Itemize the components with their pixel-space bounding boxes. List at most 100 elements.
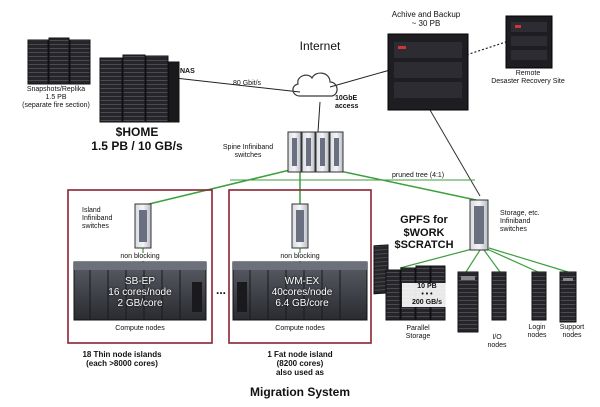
- snapshots-line1: Snapshots/Replika: [26, 86, 86, 93]
- parallel-storage-label2: Storage: [405, 333, 431, 341]
- archive-unit: [387, 33, 469, 111]
- archive-line1: Achive and Backup: [391, 10, 461, 19]
- wmex-island-switch: [291, 203, 309, 249]
- nas-link: [174, 77, 301, 93]
- fan-io-nodes: [465, 249, 481, 273]
- remote-link: [462, 39, 513, 57]
- support-nodes-rack: [559, 271, 577, 323]
- gpfs-caption: GPFS for $WORK $SCRATCH: [388, 214, 460, 252]
- sbep-cluster: [73, 261, 207, 321]
- pruned-label: pruned tree (4:1): [392, 172, 445, 179]
- island-ellipsis: ...: [215, 283, 226, 297]
- snapshots-line2: 1.5 PB: [45, 94, 67, 102]
- parallel-storage-label1: Parallel: [406, 325, 430, 332]
- spine-switches: [287, 131, 344, 173]
- fan-support-nodes: [488, 247, 569, 273]
- gpfs-line3: $SCRATCH: [394, 239, 454, 252]
- internet-cloud-icon: [292, 72, 338, 97]
- island-switch-line1: Island: [82, 207, 101, 214]
- remote-line2: Desaster Recovery Site: [491, 78, 565, 86]
- support-nodes-line2: nodes: [562, 332, 582, 340]
- migration-system-label: Migration System: [249, 385, 351, 399]
- fan-login-nodes: [483, 249, 501, 273]
- island-switch-line2: Infiniband: [82, 215, 113, 223]
- io-nodes-line1: I/O: [492, 334, 502, 341]
- sbep-caption: 18 Thin node islands (each >8000 cores): [62, 350, 182, 368]
- gpfs-line1: GPFS for: [400, 214, 448, 226]
- wmex-caption: 1 Fat node island (8200 cores) also used…: [248, 350, 352, 378]
- parallel-storage-dots: • • •: [421, 291, 433, 299]
- storage-island-switch: [469, 199, 489, 251]
- tengbe-link: [317, 101, 321, 133]
- sbep-line3: 2 GB/core: [117, 298, 163, 309]
- io-nodes-rack: [457, 271, 479, 333]
- parallel-storage-label: Parallel Storage: [398, 325, 438, 341]
- wmex-nonblocking: non blocking: [260, 253, 340, 262]
- storage-switch-line1: Storage, etc.: [500, 210, 540, 217]
- internet-archive-link: [329, 69, 391, 88]
- wmex-line2: 40cores/node: [271, 287, 333, 298]
- archive-caption: Achive and Backup ~ 30 PB: [370, 10, 482, 28]
- parallel-storage-cap2: 200 GB/s: [412, 299, 442, 307]
- sbep-spec: SB-EP 16 cores/node 2 GB/core: [88, 276, 192, 309]
- sbep-caption2: (each >8000 cores): [86, 359, 158, 369]
- remote-line1: Remote: [515, 70, 541, 77]
- wmex-caption2: (8200 cores): [276, 359, 324, 369]
- wmex-caption3: also used as: [275, 368, 325, 378]
- wmex-compute-label: Compute nodes: [275, 325, 325, 332]
- spine-line1: Spine Infiniband: [222, 144, 274, 151]
- remote-caption: Remote Desaster Recovery Site: [478, 70, 578, 86]
- snapshot-racks: [27, 37, 91, 85]
- home-line1: $HOME: [115, 125, 159, 139]
- archive-storage-link: [429, 109, 481, 197]
- internet-label: Internet: [299, 39, 341, 53]
- fan-login-rack: [486, 248, 539, 273]
- login-nodes-line2: nodes: [527, 332, 547, 340]
- sbep-compute-label: Compute nodes: [115, 325, 165, 332]
- sbep-caption1: 18 Thin node islands: [82, 350, 162, 359]
- link-80-label: 80 Gbit/s: [233, 80, 262, 87]
- wmex-spec: WM-EX 40cores/node 6.4 GB/core: [250, 276, 354, 309]
- spine-line2: switches: [234, 152, 262, 160]
- remote-site-rack: [505, 15, 553, 69]
- gpfs-line2: $WORK: [403, 226, 445, 239]
- spine-storage-link: [334, 169, 477, 201]
- sbep-island-frame: [67, 189, 213, 344]
- storage-switch-line2: Infiniband: [500, 218, 531, 226]
- io-nodes-line2: nodes: [487, 342, 507, 350]
- sbep-nonblocking: non blocking: [100, 253, 180, 262]
- storage-switch-line3: switches: [500, 226, 527, 234]
- storage-switch-caption: Storage, etc. Infiniband switches: [500, 210, 540, 234]
- io-nodes-label: I/O nodes: [482, 334, 512, 350]
- home-racks: [99, 54, 180, 123]
- fan-parallel-storage: [399, 247, 477, 269]
- wmex-island-frame: [228, 189, 372, 344]
- nas-label: NAS: [180, 68, 195, 75]
- wmex-cluster: [232, 261, 368, 321]
- spine-caption: Spine Infiniband switches: [212, 144, 284, 160]
- login-nodes-line1: Login: [528, 324, 546, 331]
- login-nodes-label: Login nodes: [522, 324, 552, 340]
- spine-sbep-link: [144, 169, 291, 206]
- wmex-line3: 6.4 GB/core: [275, 298, 329, 309]
- tengbe-line2: access: [335, 103, 359, 111]
- parallel-storage-cap1: 10 PB: [417, 283, 437, 290]
- home-caption: $HOME 1.5 PB / 10 GB/s: [82, 125, 192, 154]
- snapshots-caption: Snapshots/Replika 1.5 PB (separate fire …: [8, 86, 104, 110]
- tengbe-line1: 10GbE: [335, 95, 358, 102]
- sbep-line2: 16 cores/node: [108, 287, 172, 298]
- tengbe-caption: 10GbE access: [335, 95, 358, 111]
- wmex-caption1: 1 Fat node island: [267, 350, 333, 359]
- island-switch-caption: Island Infiniband switches: [82, 207, 112, 231]
- home-line2: 1.5 PB / 10 GB/s: [91, 138, 183, 153]
- sbep-island-switch: [134, 203, 152, 249]
- snapshots-line3: (separate fire section): [22, 102, 90, 110]
- island-switch-line3: switches: [82, 223, 109, 231]
- support-nodes-line1: Support: [559, 324, 585, 331]
- archive-line2: ~ 30 PB: [411, 19, 441, 29]
- wmex-line1: WM-EX: [284, 276, 320, 287]
- login-nodes-rack: [491, 271, 547, 321]
- sbep-line1: SB-EP: [124, 276, 155, 287]
